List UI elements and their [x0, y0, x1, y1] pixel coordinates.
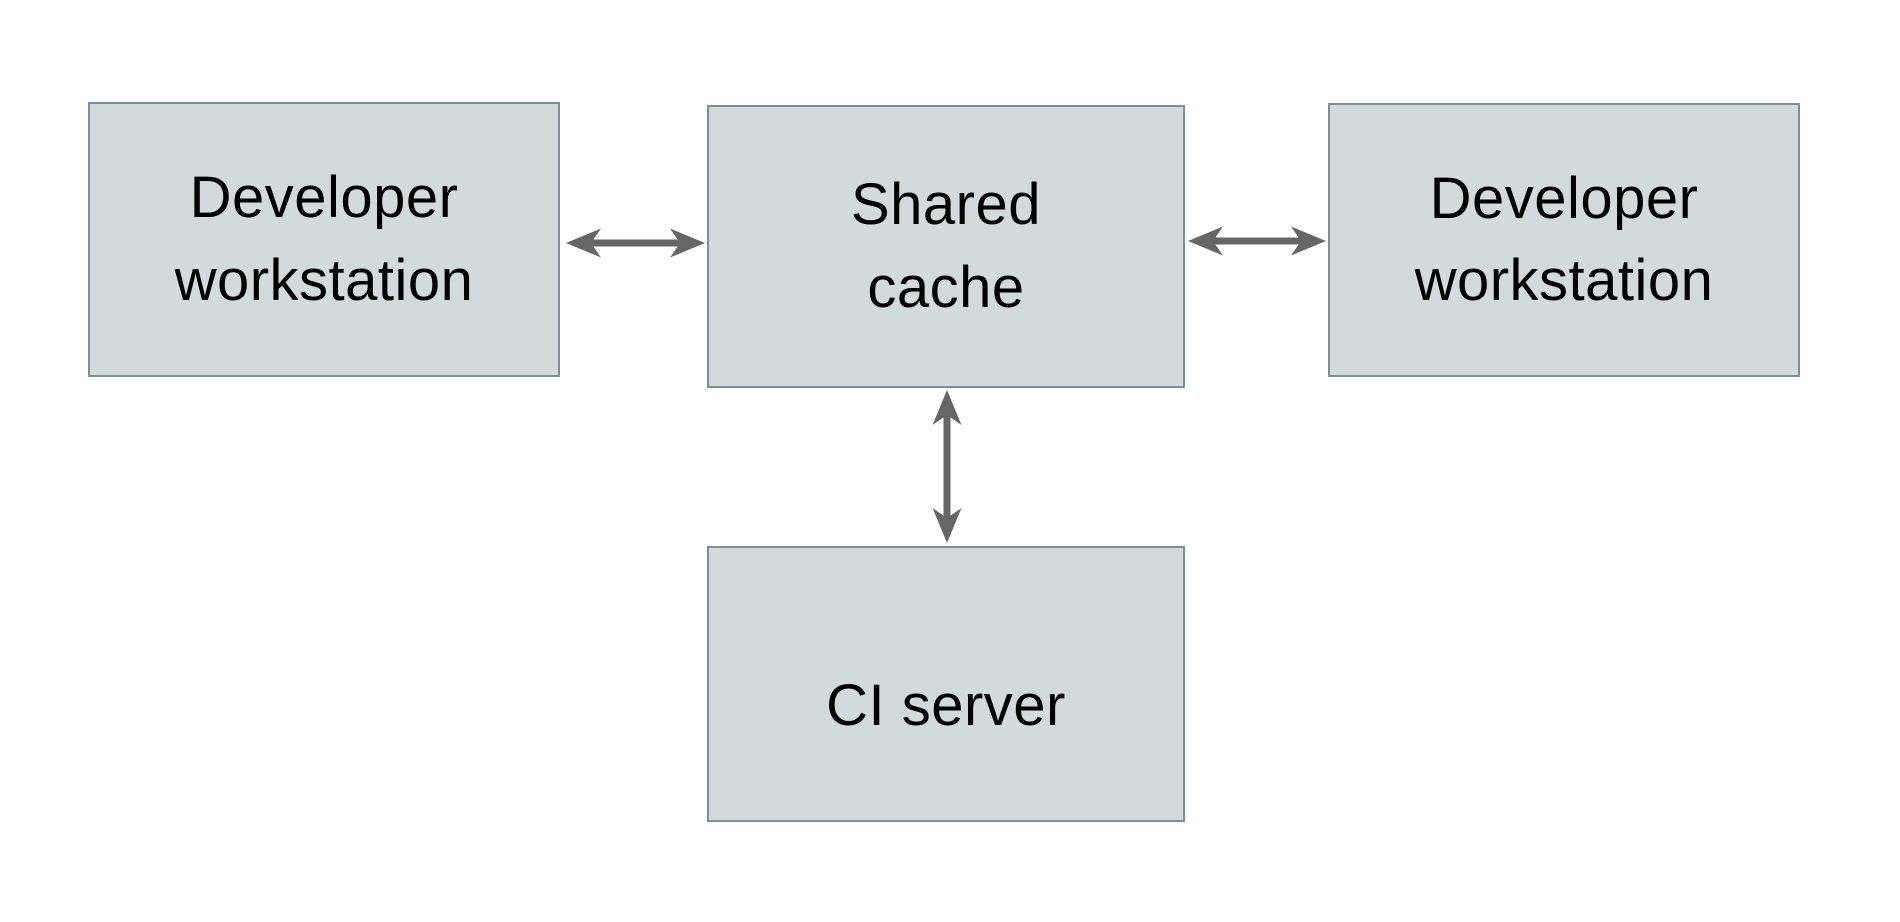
node-label: Shared cache — [851, 164, 1041, 329]
node-label-line: Shared — [850, 172, 1042, 238]
node-label-line: CI server — [826, 672, 1066, 738]
bidirectional-arrow-cache-right-workstation — [1188, 226, 1326, 256]
node-label-line: Developer — [1429, 165, 1699, 231]
node-label-line: workstation — [1414, 248, 1714, 313]
node-developer-workstation-left: Developer workstation — [88, 102, 560, 377]
node-shared-cache: Shared cache — [707, 105, 1185, 388]
node-ci-server: CI server — [707, 546, 1185, 822]
node-label-line: cache — [867, 254, 1025, 320]
node-label-line: Developer — [189, 165, 459, 231]
node-label: Developer workstation — [175, 157, 474, 322]
node-developer-workstation-right: Developer workstation — [1328, 103, 1800, 377]
bidirectional-arrow-cache-ci-server — [932, 390, 962, 543]
bidirectional-arrow-left-workstation-cache — [566, 228, 705, 258]
node-label-line: workstation — [174, 247, 474, 313]
node-label: CI server — [826, 665, 1066, 747]
node-label: Developer workstation — [1415, 158, 1714, 323]
